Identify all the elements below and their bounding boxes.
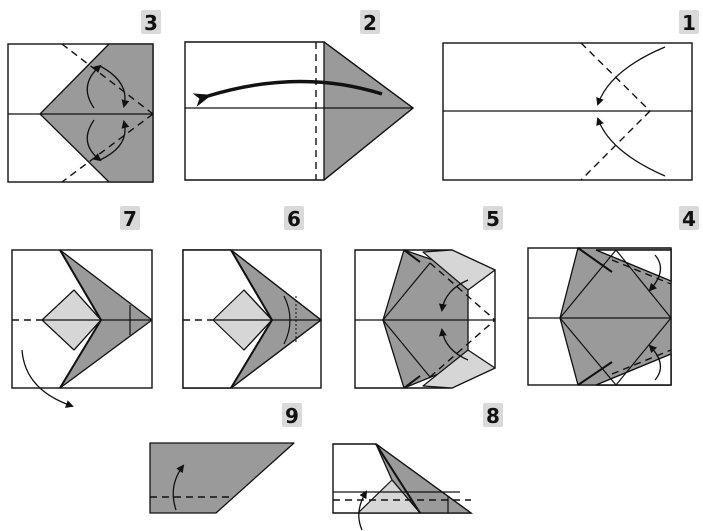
step-8-number: 8 <box>486 404 500 428</box>
step-6-panel: 6 <box>182 206 323 389</box>
step-8-badge <box>483 403 503 427</box>
step-6-badge <box>284 206 304 230</box>
step-1-number: 1 <box>682 11 696 35</box>
step-2-panel: 2 <box>184 10 415 181</box>
step-8-panel: 8 <box>332 403 503 531</box>
step-2-number: 2 <box>363 11 377 35</box>
step-5-badge <box>483 206 503 230</box>
step-1-badge <box>679 10 699 34</box>
step-7-number: 7 <box>123 207 137 231</box>
step-3-number: 3 <box>144 11 158 35</box>
step-4-number: 4 <box>682 207 696 231</box>
step-6-number: 6 <box>287 207 301 231</box>
step-4-panel: 4 <box>527 206 699 386</box>
step-9-badge <box>282 403 302 427</box>
step-1-panel: 1 <box>442 10 699 181</box>
step-5-panel: 5 <box>354 206 503 389</box>
step-9-number: 9 <box>285 404 299 428</box>
step-9-panel: 9 <box>149 403 302 514</box>
step-7-badge <box>120 206 140 230</box>
step-2-badge <box>360 10 380 34</box>
step-3-badge <box>141 10 161 34</box>
step-3-panel: 3 <box>7 10 161 183</box>
step-5-number: 5 <box>486 207 500 231</box>
step-4-badge <box>679 206 699 230</box>
step-7-panel: 7 <box>11 206 153 408</box>
